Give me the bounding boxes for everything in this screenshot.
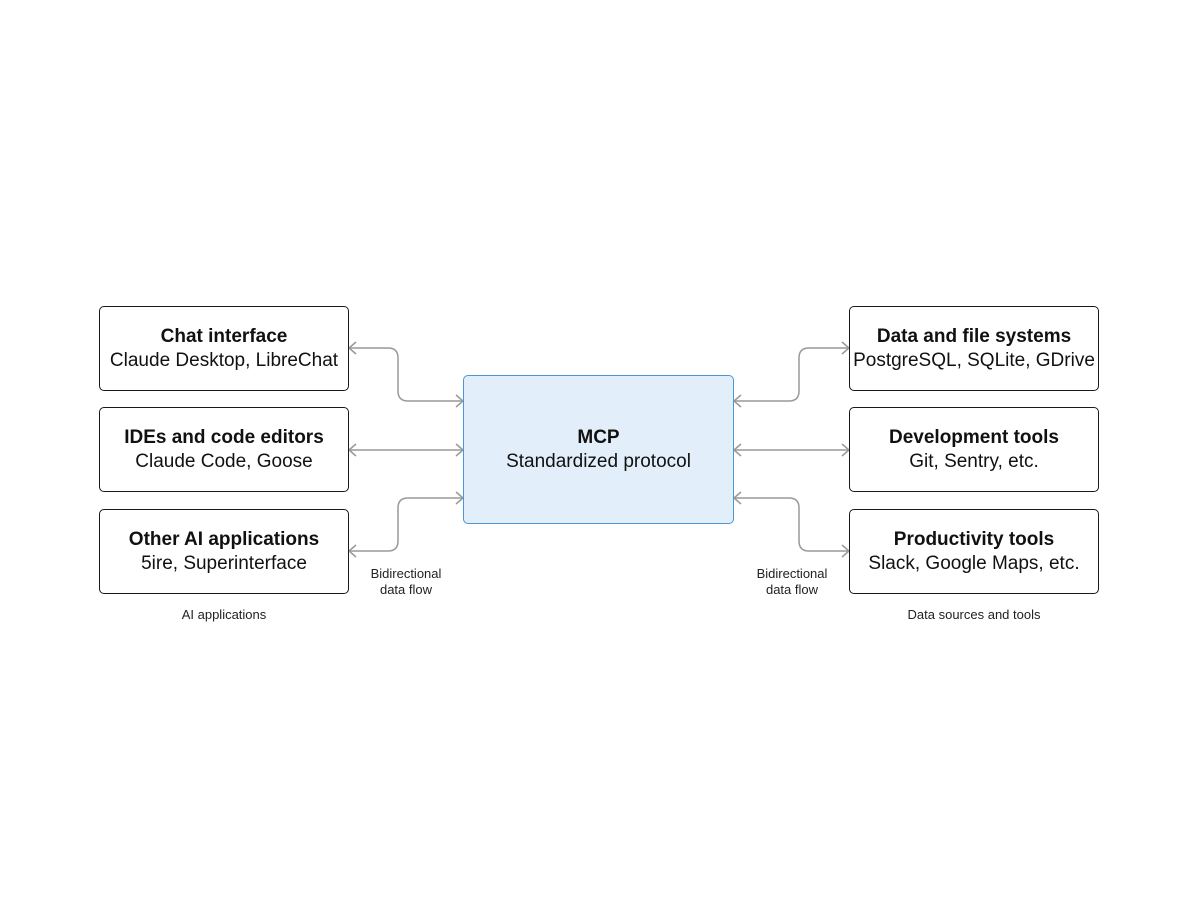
node-subtitle: Claude Desktop, LibreChat bbox=[109, 349, 339, 371]
connector-chat-to-mcp-arrow-left bbox=[347, 341, 357, 355]
ai-app-other-ai-applications: Other AI applications 5ire, Superinterfa… bbox=[99, 509, 349, 594]
node-title: Development tools bbox=[889, 426, 1059, 448]
connector-other-to-mcp bbox=[349, 497, 463, 552]
data-source-productivity-tools: Productivity tools Slack, Google Maps, e… bbox=[849, 509, 1099, 594]
mcp-subtitle: Standardized protocol bbox=[506, 450, 691, 472]
connector-mcp-to-prod bbox=[734, 497, 849, 552]
data-source-data-file-systems: Data and file systems PostgreSQL, SQLite… bbox=[849, 306, 1099, 391]
group-caption-data-sources: Data sources and tools bbox=[907, 607, 1041, 622]
node-subtitle: Claude Code, Goose bbox=[135, 450, 313, 472]
connector-chat-to-mcp bbox=[349, 347, 463, 402]
connector-mcp-to-data bbox=[734, 347, 849, 402]
ai-app-chat-interface: Chat interface Claude Desktop, LibreChat bbox=[99, 306, 349, 391]
node-subtitle: Slack, Google Maps, etc. bbox=[868, 552, 1080, 574]
node-title: Productivity tools bbox=[893, 528, 1055, 550]
ai-app-ides-code-editors: IDEs and code editors Claude Code, Goose bbox=[99, 407, 349, 492]
group-caption-ai-applications: AI applications bbox=[181, 607, 267, 622]
connector-mcp-to-prod-arrow-left bbox=[732, 491, 742, 505]
node-title: Data and file systems bbox=[876, 325, 1072, 347]
flow-label-line2: data flow bbox=[765, 582, 819, 597]
connector-mcp-to-dev-arrow-left bbox=[732, 443, 742, 457]
node-title: Other AI applications bbox=[128, 528, 320, 550]
data-source-development-tools: Development tools Git, Sentry, etc. bbox=[849, 407, 1099, 492]
mcp-title: MCP bbox=[577, 426, 620, 448]
mcp-protocol-node: MCP Standardized protocol bbox=[463, 375, 734, 524]
connector-other-to-mcp-arrow-left bbox=[347, 544, 357, 558]
flow-label-line1: Bidirectional bbox=[370, 566, 442, 581]
flow-label-line1: Bidirectional bbox=[756, 566, 828, 581]
flow-label-line2: data flow bbox=[379, 582, 433, 597]
node-subtitle: PostgreSQL, SQLite, GDrive bbox=[853, 349, 1095, 371]
node-title: IDEs and code editors bbox=[124, 426, 324, 448]
node-subtitle: Git, Sentry, etc. bbox=[909, 450, 1039, 472]
node-subtitle: 5ire, Superinterface bbox=[141, 552, 307, 574]
connector-mcp-to-data-arrow-left bbox=[732, 394, 742, 408]
flow-label-right: Bidirectional data flow bbox=[741, 566, 843, 598]
node-title: Chat interface bbox=[160, 325, 288, 347]
connector-ide-to-mcp-arrow-left bbox=[347, 443, 357, 457]
flow-label-left: Bidirectional data flow bbox=[355, 566, 457, 598]
